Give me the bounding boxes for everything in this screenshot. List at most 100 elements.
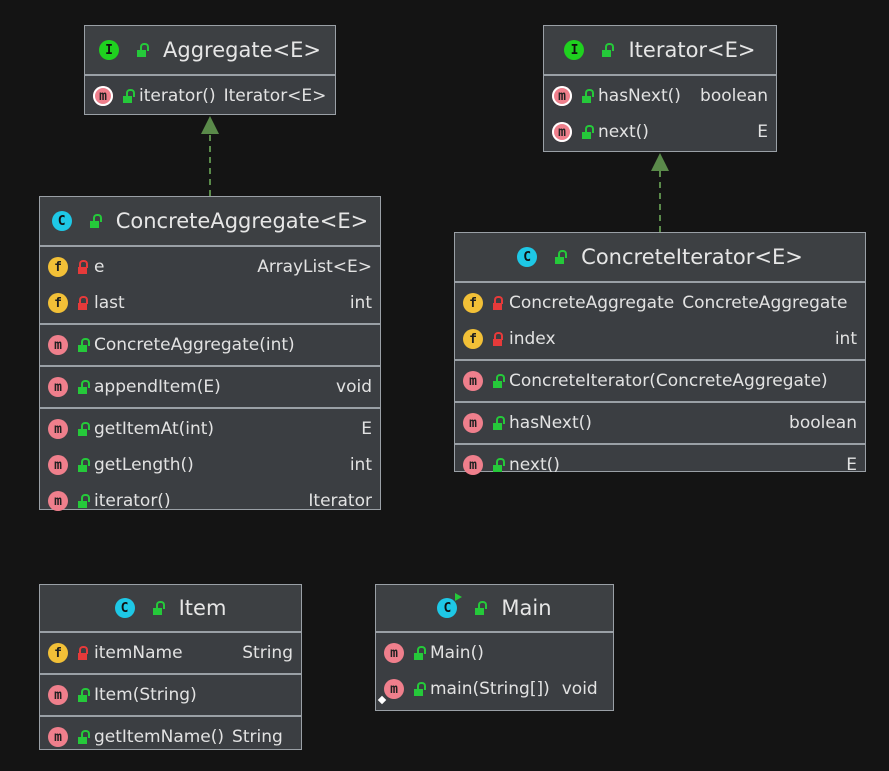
method-row[interactable]: m next() E [544, 114, 776, 150]
method-name: hasNext() [598, 86, 681, 106]
field-row[interactable]: f e ArrayList<E> [40, 249, 380, 285]
method-icon-letter: m [390, 681, 398, 697]
field-row[interactable]: f itemName String [40, 635, 301, 671]
private-lock-icon [491, 296, 503, 310]
class-box-iterator[interactable]: I Iterator<E> m hasNext() boolean m next… [543, 25, 777, 152]
class-box-aggregate[interactable]: I Aggregate<E> m iterator() Iterator<E> [84, 25, 336, 115]
public-lock-icon [76, 688, 90, 702]
method-icon: m [48, 335, 68, 355]
method-row[interactable]: m hasNext() boolean [455, 405, 865, 441]
field-name: index [509, 329, 556, 349]
static-badge-icon [377, 695, 387, 705]
constructor-name: ConcreteIterator(ConcreteAggregate) [509, 371, 828, 391]
method-name: iterator() [94, 491, 171, 511]
class-box-concrete-aggregate[interactable]: C ConcreteAggregate<E> f e ArrayList<E> … [39, 196, 381, 511]
method-return-type: String [232, 727, 283, 747]
methods-section: m hasNext() boolean m next() E [544, 76, 776, 152]
class-header-iterator: I Iterator<E> [544, 26, 776, 76]
public-lock-icon [412, 646, 426, 660]
class-header-item: C Item [40, 585, 301, 633]
method-return-type: E [846, 455, 857, 475]
class-box-main[interactable]: C Main m Main() m main(String[]) void [375, 584, 614, 711]
public-lock-icon [88, 214, 102, 228]
field-type: ConcreteAggregate [682, 293, 848, 313]
class-box-concrete-iterator[interactable]: C ConcreteIterator<E> f ConcreteAggregat… [454, 232, 866, 475]
constructor-row[interactable]: m ConcreteIterator(ConcreteAggregate) [455, 363, 865, 399]
public-lock-icon [76, 730, 90, 744]
constructor-row[interactable]: m Item(String) [40, 677, 301, 713]
method-icon: m [48, 455, 68, 475]
method-icon: m [463, 455, 483, 475]
method-icon: m [48, 377, 68, 397]
class-title: ConcreteIterator<E> [581, 245, 803, 269]
methods-section: m hasNext() boolean [455, 403, 865, 445]
constructor-name: Main() [430, 643, 484, 663]
method-row[interactable]: m main(String[]) void [376, 671, 613, 707]
constructor-name: Item(String) [94, 685, 197, 705]
method-icon: m [48, 491, 68, 511]
field-icon: f [463, 329, 483, 349]
field-name: e [94, 257, 105, 277]
method-return-type: void [561, 679, 598, 699]
constructors-section: m ConcreteIterator(ConcreteAggregate) [455, 361, 865, 403]
public-lock-icon [491, 458, 505, 472]
method-icon: m [463, 413, 483, 433]
method-row[interactable]: m hasNext() boolean [544, 78, 776, 114]
class-box-item[interactable]: C Item f itemName String m Item(String) … [39, 584, 302, 750]
field-row[interactable]: f index int [455, 321, 865, 357]
public-lock-icon [76, 422, 90, 436]
class-header-concrete-aggregate: C ConcreteAggregate<E> [40, 197, 380, 247]
method-icon: m [384, 643, 404, 663]
method-row[interactable]: m iterator() Iterator [40, 483, 380, 519]
method-row[interactable]: m getItemName() String [40, 719, 301, 755]
methods-section: m iterator() Iterator<E> [85, 76, 335, 116]
method-return-type: E [361, 419, 372, 439]
private-lock-icon [76, 260, 88, 274]
constructor-row[interactable]: m Main() [376, 635, 613, 671]
fields-section: f itemName String [40, 633, 301, 675]
method-name: next() [509, 455, 560, 475]
methods-section: m getItemAt(int) E m getLength() int m i… [40, 409, 380, 521]
method-row[interactable]: m getItemAt(int) E [40, 411, 380, 447]
method-name: iterator() [139, 86, 216, 106]
method-return-type: void [336, 377, 372, 397]
class-header-aggregate: I Aggregate<E> [85, 26, 335, 76]
method-return-type: boolean [700, 86, 768, 106]
constructor-name: ConcreteAggregate(int) [94, 335, 295, 355]
method-row[interactable]: m appendItem(E) void [40, 369, 380, 405]
abstract-method-icon: m [552, 86, 572, 106]
field-row[interactable]: f ConcreteAggregate ConcreteAggregate [455, 285, 865, 321]
public-lock-icon [491, 374, 505, 388]
public-lock-icon [580, 89, 594, 103]
field-type: int [834, 329, 857, 349]
method-name: next() [598, 122, 649, 142]
field-row[interactable]: f last int [40, 285, 380, 321]
class-title: Item [178, 596, 227, 620]
field-type: String [242, 643, 293, 663]
class-title: Aggregate<E> [163, 38, 321, 62]
public-lock-icon [412, 682, 426, 696]
methods-section: m appendItem(E) void [40, 367, 380, 409]
runnable-class-icon: C [437, 593, 463, 618]
private-lock-icon [491, 332, 503, 346]
constructors-section: m Item(String) [40, 675, 301, 717]
method-row[interactable]: m getLength() int [40, 447, 380, 483]
method-row[interactable]: m next() E [455, 447, 865, 483]
class-title: Iterator<E> [628, 38, 756, 62]
method-return-type: int [349, 455, 372, 475]
fields-section: f e ArrayList<E> f last int [40, 247, 380, 325]
methods-section: m next() E [455, 445, 865, 485]
class-icon: C [51, 211, 72, 231]
public-lock-icon [76, 494, 90, 508]
method-name: appendItem(E) [94, 377, 221, 397]
field-icon: f [48, 643, 68, 663]
method-row[interactable]: m iterator() Iterator<E> [85, 78, 335, 114]
public-lock-icon [135, 43, 150, 57]
interface-icon: I [99, 40, 120, 60]
method-name: hasNext() [509, 413, 592, 433]
method-icon: m [48, 727, 68, 747]
constructor-row[interactable]: m ConcreteAggregate(int) [40, 327, 380, 363]
public-lock-icon [491, 416, 505, 430]
public-lock-icon [76, 458, 90, 472]
field-type: ArrayList<E> [257, 257, 372, 277]
